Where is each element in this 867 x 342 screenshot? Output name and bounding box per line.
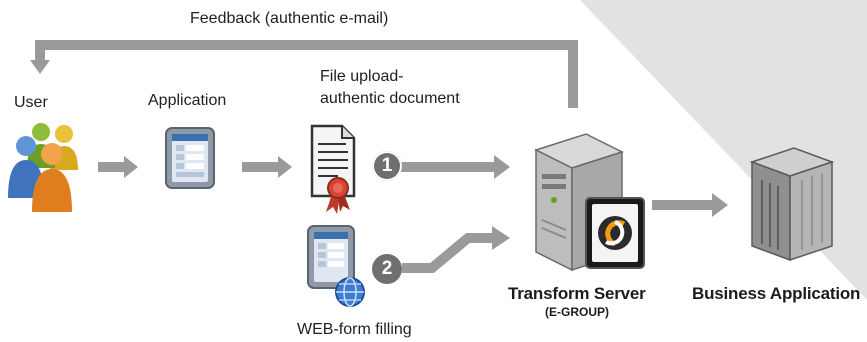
step1-number: 1 [381,155,393,176]
file-upload-label-line2: authentic document [320,90,460,107]
transform-server-label: Transform Server [508,284,646,303]
certified-document-icon [308,122,360,214]
file-upload-label-line1: File upload- [320,68,404,85]
web-form-globe-icon [302,222,372,314]
step2-badge: 2 [372,254,402,284]
transform-server-sublabel: (E-GROUP) [545,305,609,319]
step2-number: 2 [381,258,393,279]
application-label: Application [148,92,227,109]
application-window-icon [164,126,216,190]
business-application-label: Business Application [692,284,861,303]
web-form-label: WEB-form filling [297,321,412,338]
step1-badge: 1 [372,151,402,181]
server-tower-icon [742,146,842,264]
feedback-label: Feedback (authentic e-mail) [190,10,389,27]
users-group-icon [6,118,90,214]
server-with-logo-icon [526,130,650,276]
user-label: User [14,94,48,111]
